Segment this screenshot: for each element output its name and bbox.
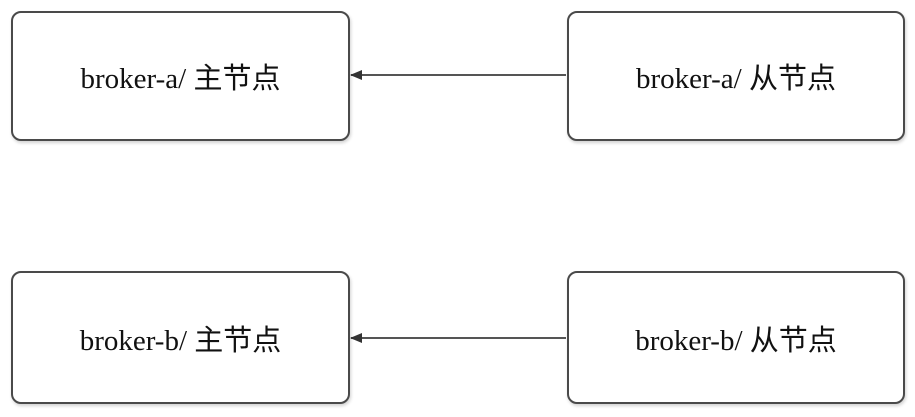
node-broker-a-master: broker-a/ 主节点: [11, 11, 350, 141]
node-broker-a-slave: broker-a/ 从节点: [567, 11, 905, 141]
node-label: broker-b/ 主节点: [79, 324, 282, 357]
node-label: broker-b/ 从节点: [635, 324, 837, 357]
node-label: broker-a/ 从节点: [636, 63, 836, 95]
node-broker-b-master: broker-b/ 主节点: [11, 271, 350, 404]
node-broker-b-slave: broker-b/ 从节点: [567, 271, 905, 404]
node-label: broker-a/ 主节点: [80, 63, 281, 95]
